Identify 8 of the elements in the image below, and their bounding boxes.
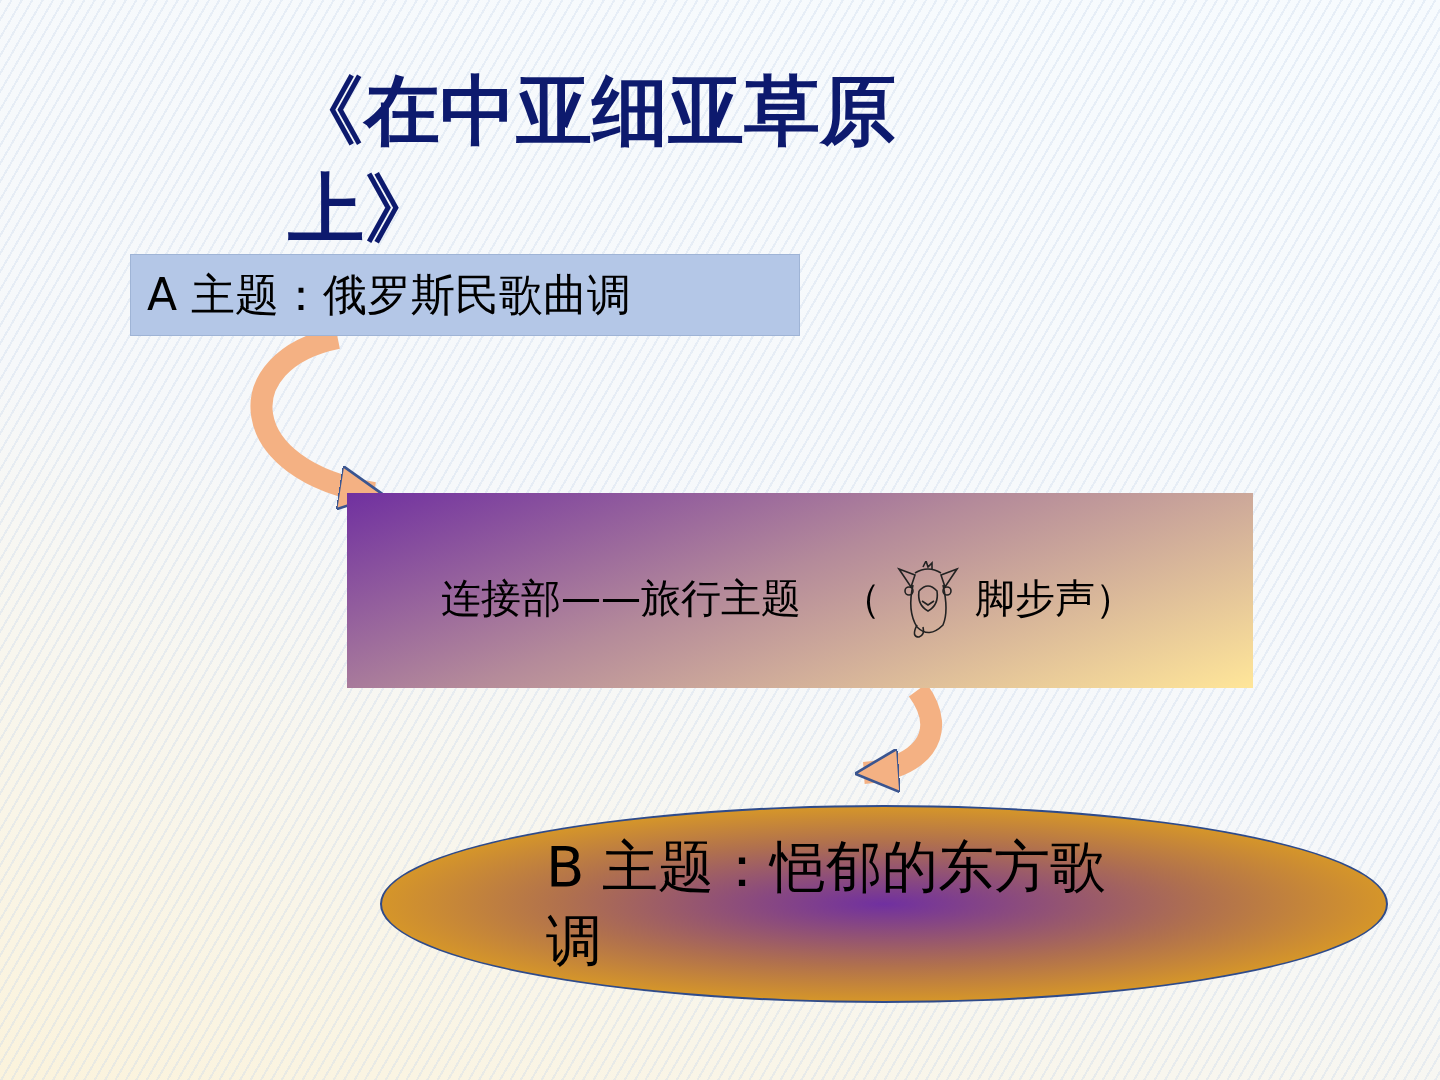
title: 《在中亚细亚草原上》 — [288, 65, 897, 255]
theme-box — [130, 254, 800, 336]
node-text: A 主题：俄罗斯民歌曲调 — [147, 269, 632, 320]
theme-ellipse — [380, 805, 1388, 1003]
transition-box — [347, 493, 1253, 688]
node-text: 连接部——旅行主题 （ — [441, 574, 881, 621]
node-text: B 主题：悒郁的东方歌调 — [546, 834, 1107, 973]
node-text: 脚步声） — [975, 574, 1135, 621]
